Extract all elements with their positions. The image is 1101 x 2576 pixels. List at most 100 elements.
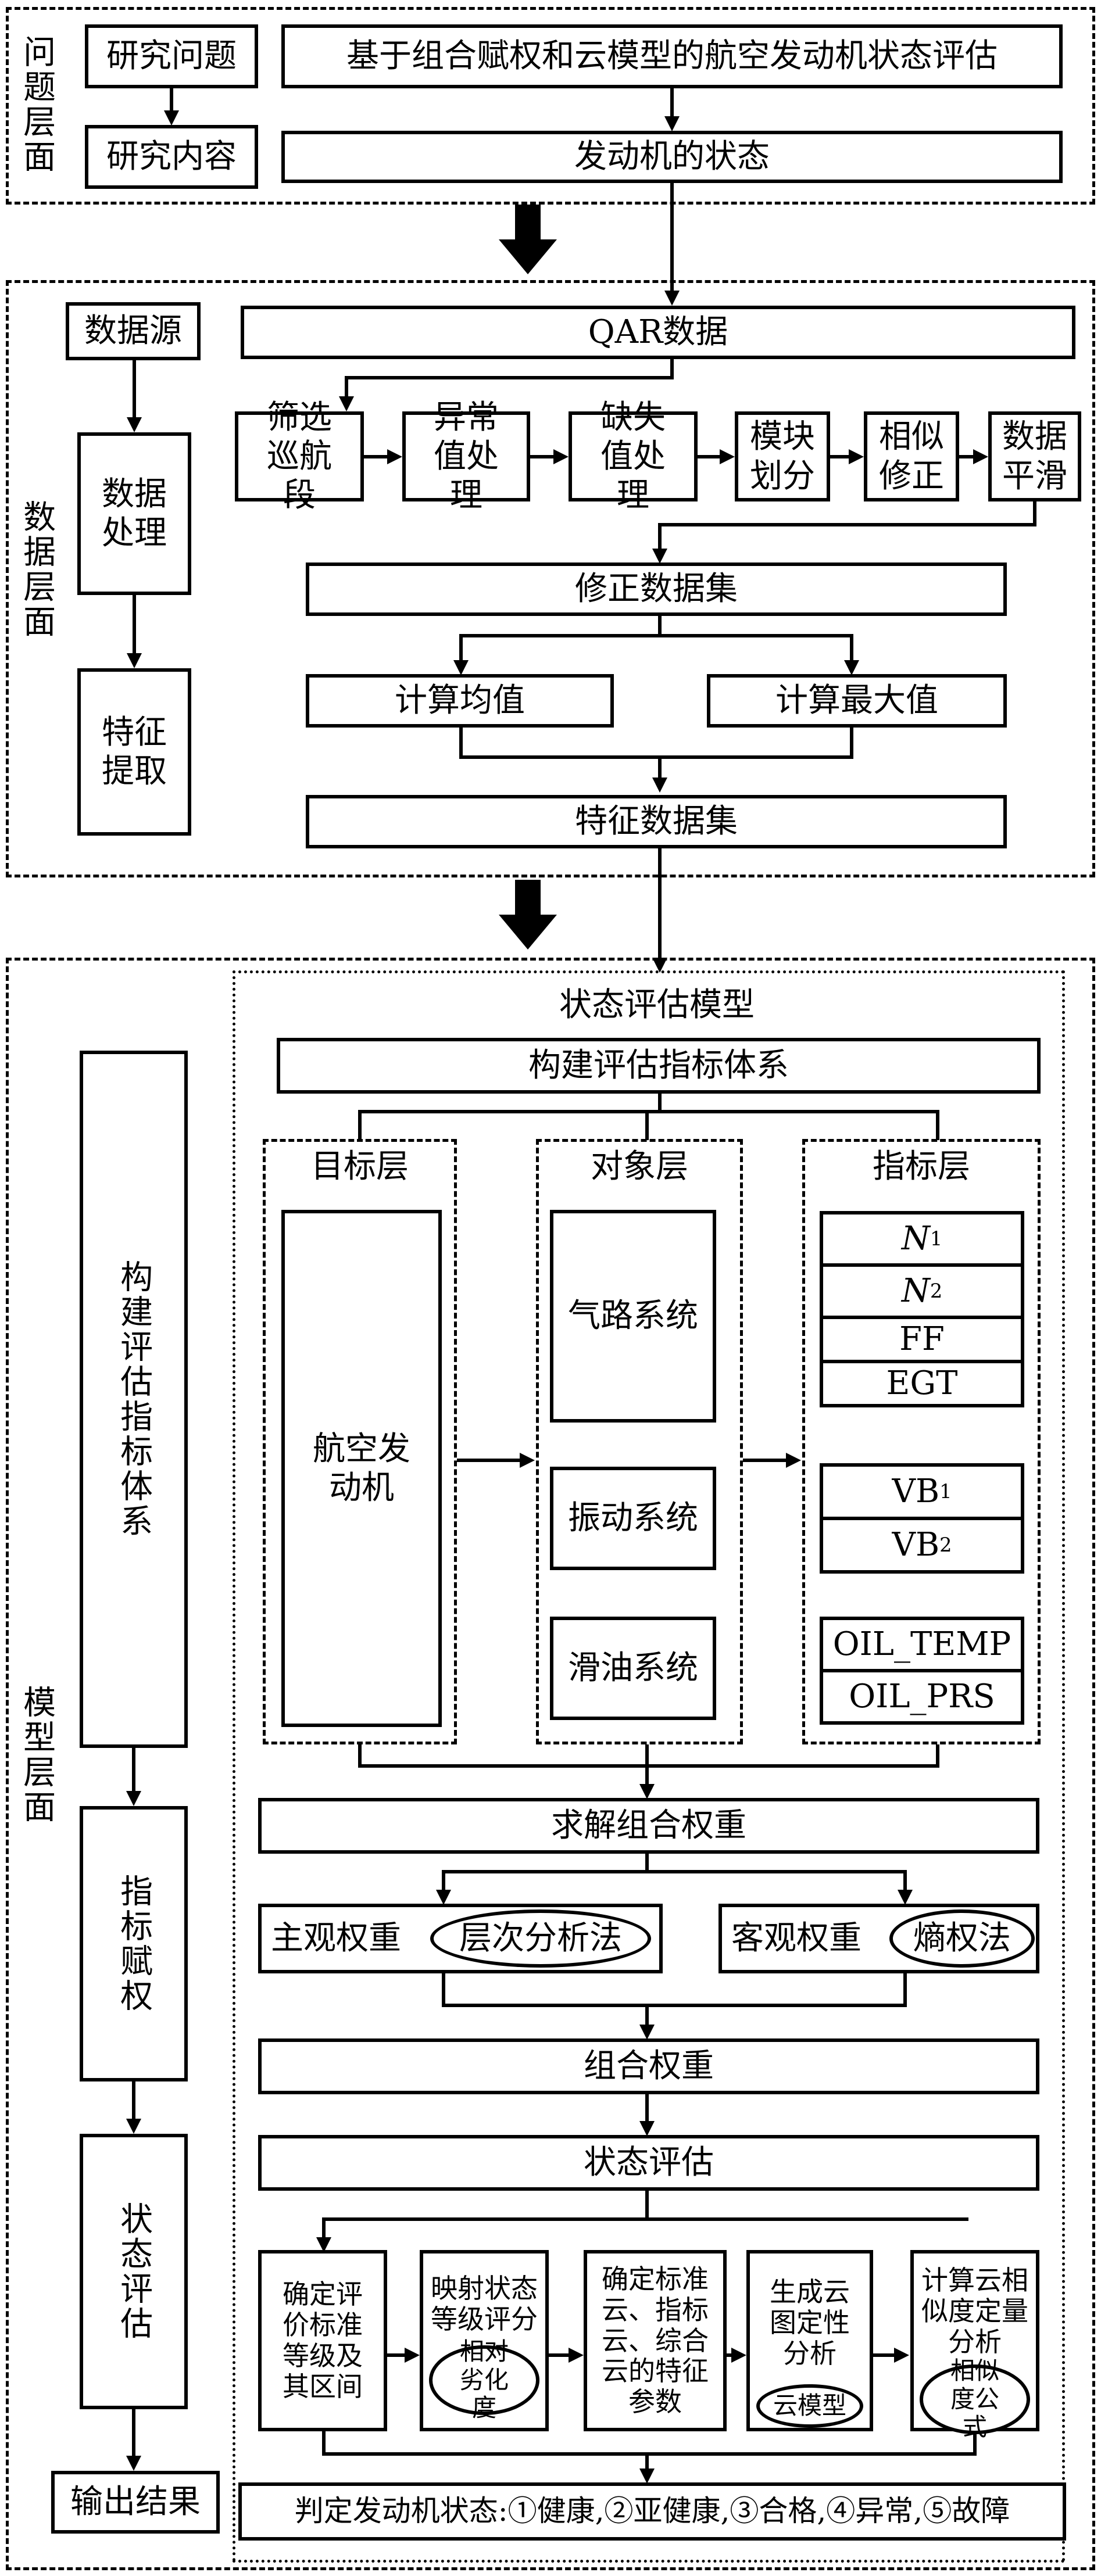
object-layer-label: 对象层 (591, 1148, 688, 1186)
connector-line (959, 455, 974, 458)
connector-line (645, 2452, 649, 2470)
indicator-egt: EGT (820, 1360, 1024, 1407)
arrow-head-down (164, 110, 179, 126)
eval-step-grades-text: 确定评价标准等级及其区间 (283, 2278, 363, 2402)
connector-line (670, 88, 674, 117)
connector-line (873, 2353, 895, 2357)
research-title-box: 基于组合赋权和云模型的航空发动机状态评估 (281, 24, 1063, 88)
connector-line (936, 1744, 939, 1767)
arrow-head-down (126, 2456, 141, 2471)
state-model-frame (233, 970, 1065, 2563)
connector-line (322, 2452, 977, 2456)
eval-step-cloud-params-text: 确定标准云、指标云、综合云的特征参数 (602, 2263, 709, 2418)
step-similarity-correction: 相似修正 (864, 411, 959, 501)
model-layer-label: 模型层面 (17, 1685, 56, 1825)
object-layer-frame (536, 1139, 743, 1744)
arrow-head-down (898, 1890, 913, 1905)
similarity-formula-ellipse: 相似度公式 (920, 2357, 1030, 2441)
lubrication-box: 滑油系统 (550, 1617, 716, 1720)
connector-line (850, 728, 853, 758)
connector-line (743, 1459, 787, 1462)
eval-step-cloud-image-text: 生成云图定性分析 (770, 2276, 850, 2369)
aero-engine-label: 航空发动机 (313, 1429, 410, 1507)
connector-line (658, 616, 662, 636)
connector-line (322, 2217, 326, 2238)
output-result-box: 输出结果 (51, 2471, 220, 2534)
connector-line (442, 1870, 445, 1891)
connector-line (658, 523, 1036, 526)
connector-line (358, 1110, 939, 1113)
connector-line (322, 2431, 326, 2455)
eval-step-cloud-image: 生成云图定性分析 云模型 (746, 2250, 873, 2431)
arrow-head-down (844, 660, 859, 675)
connector-line (645, 1110, 649, 1140)
connector-line (658, 523, 662, 550)
engine-state-box: 发动机的状态 (281, 131, 1063, 183)
data-source-box: 数据源 (66, 302, 201, 360)
connector-line (658, 1094, 662, 1111)
connector-line (442, 1870, 907, 1873)
eval-step-mapping: 映射状态等级评分 相对劣化度 (420, 2250, 549, 2431)
research-question-box: 研究问题 (85, 24, 258, 88)
arrow-head-right (786, 1453, 801, 1468)
cloud-model-ellipse: 云模型 (756, 2384, 863, 2428)
build-index-system-side-box: 构建评估指标体系 (80, 1051, 188, 1748)
connector-line (170, 88, 173, 112)
arrow-head-down (436, 1890, 451, 1905)
arrow-head-down (126, 1791, 141, 1806)
step-cruise-segment: 筛选巡航段 (235, 399, 364, 514)
state-assessment-side-label: 状态评估 (115, 2202, 153, 2341)
index-weighting-side-box: 指标赋权 (80, 1806, 188, 2081)
target-layer-frame (263, 1139, 457, 1744)
arrow-head-right (520, 1453, 535, 1468)
connector-line (345, 376, 674, 379)
connector-line (698, 455, 721, 458)
connector-line (358, 1764, 939, 1768)
connector-line (457, 1459, 521, 1462)
connector-line (133, 595, 136, 654)
feature-extraction-box: 特征提取 (77, 668, 191, 836)
step-data-smoothing: 数据平滑 (988, 411, 1081, 501)
arrow-head-down (453, 660, 469, 675)
arrow-head-down (639, 2025, 655, 2040)
connector-line (903, 1870, 907, 1891)
corrected-dataset-box: 修正数据集 (306, 563, 1007, 616)
connector-line (132, 2081, 135, 2120)
data-layer-label: 数据层面 (17, 500, 56, 639)
connector-line (387, 2353, 406, 2357)
indicator-oil-prs: OIL_PRS (820, 1669, 1024, 1725)
feature-extraction-label: 特征提取 (102, 713, 167, 790)
connector-line (132, 2409, 135, 2457)
target-layer-label: 目标层 (311, 1148, 409, 1186)
connector-line (973, 2431, 977, 2455)
connector-line (903, 1973, 907, 2006)
objective-weight-label: 客观权重 (731, 1919, 862, 1958)
connector-line (830, 455, 850, 458)
arrow-head-down (127, 653, 142, 668)
arrow-head-down (127, 417, 142, 432)
connector-line (936, 1110, 939, 1140)
arrow-head-down (664, 116, 680, 131)
arrow-head-down (639, 1784, 655, 1799)
connector-line (133, 360, 136, 418)
calc-max-box: 计算最大值 (707, 674, 1007, 728)
eval-step-similarity: 计算云相似度定量分析 相似度公式 (910, 2250, 1039, 2441)
indicator-layer-frame (802, 1139, 1041, 1744)
step-module-division: 模块划分 (735, 411, 830, 501)
eval-step-mapping-text: 映射状态等级评分 (431, 2273, 538, 2335)
vibration-box: 振动系统 (550, 1467, 716, 1570)
eval-step-grades: 确定评价标准等级及其区间 (258, 2250, 387, 2431)
model-layer-frame (6, 958, 1095, 2570)
connector-line (459, 755, 853, 759)
arrow-head-right (569, 2348, 584, 2363)
arrow-head-down (664, 291, 680, 306)
arrow-head-right (973, 449, 988, 464)
connector-line (358, 1744, 362, 1767)
ahp-method-ellipse: 层次分析法 (430, 1909, 651, 1968)
subjective-weight-label: 主观权重 (271, 1919, 401, 1958)
problem-layer-label: 问题层面 (17, 35, 56, 174)
connector-line (658, 848, 662, 959)
